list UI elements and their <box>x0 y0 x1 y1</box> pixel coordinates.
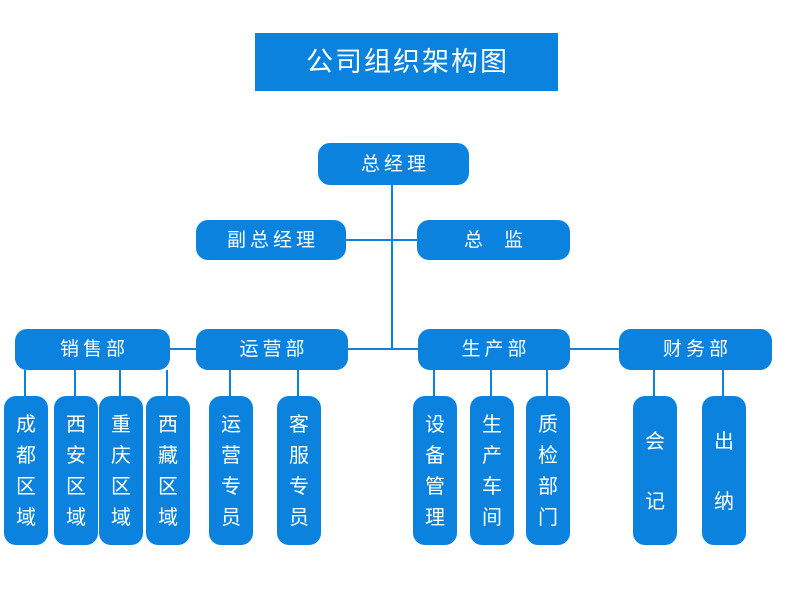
node-label-char: 员 <box>289 505 309 529</box>
node-label-char: 质 <box>538 412 558 436</box>
node-sales-dept: 销售部 <box>15 329 170 370</box>
node-label: 总监 <box>463 228 544 251</box>
connector-line <box>433 370 435 397</box>
node-deputy-general-manager: 副总经理 <box>196 220 346 260</box>
node-production-workshop: 生产车间 <box>470 396 514 545</box>
chart-title-label: 公司组织架构图 <box>306 46 509 78</box>
connector-line <box>653 370 655 397</box>
node-label-char: 重 <box>111 412 131 436</box>
connector-line <box>490 370 492 397</box>
node-label-char: 检 <box>538 443 558 467</box>
node-general-manager: 总经理 <box>318 143 469 185</box>
connector-line <box>546 370 548 397</box>
node-director: 总监 <box>417 220 570 260</box>
node-label: 总经理 <box>360 152 430 175</box>
node-label-char: 都 <box>16 443 36 467</box>
node-label-char: 员 <box>221 505 241 529</box>
node-label-char: 成 <box>16 412 36 436</box>
node-label-char: 部 <box>538 474 558 498</box>
connector-line <box>297 370 299 397</box>
node-label-char: 生 <box>482 412 502 436</box>
node-label-char: 专 <box>289 474 309 498</box>
node-tibet-region: 西藏区域 <box>146 396 190 545</box>
connector-line <box>229 370 231 397</box>
node-label-char: 记 <box>645 488 665 513</box>
node-xian-region: 西安区域 <box>54 396 98 545</box>
node-label-char: 间 <box>482 505 502 529</box>
connector-line <box>74 370 76 397</box>
node-label-char: 备 <box>425 443 445 467</box>
node-label-char: 域 <box>111 505 131 529</box>
node-label-char: 出 <box>714 428 734 453</box>
node-label: 副总经理 <box>226 228 319 251</box>
connector-line <box>722 370 724 397</box>
connector-line <box>24 370 26 397</box>
node-finance-dept: 财务部 <box>619 329 772 370</box>
connector-level2-line <box>346 239 418 241</box>
node-operations-specialist: 运营专员 <box>209 396 253 545</box>
node-label-char: 西 <box>66 412 86 436</box>
node-chengdu-region: 成都区域 <box>4 396 48 545</box>
node-label-char: 运 <box>221 412 241 436</box>
node-label-char: 客 <box>289 412 309 436</box>
node-label-char: 门 <box>538 505 558 529</box>
node-label-char: 域 <box>16 505 36 529</box>
node-label-char: 会 <box>645 428 665 453</box>
node-label-char: 区 <box>111 474 131 498</box>
node-label: 财务部 <box>662 338 732 360</box>
node-label-char: 产 <box>482 443 502 467</box>
node-cashier: 出纳 <box>702 396 746 545</box>
node-label-char: 区 <box>158 474 178 498</box>
node-label-char: 安 <box>66 443 86 467</box>
node-label-char: 理 <box>425 505 445 529</box>
node-label-char: 服 <box>289 443 309 467</box>
node-label-char: 区 <box>66 474 86 498</box>
node-label-char: 设 <box>425 412 445 436</box>
node-label: 生产部 <box>461 338 531 360</box>
node-label-char: 车 <box>482 474 502 498</box>
node-accountant: 会记 <box>633 396 677 545</box>
node-production-dept: 生产部 <box>418 329 570 370</box>
node-chongqing-region: 重庆区域 <box>99 396 143 545</box>
node-equipment-management: 设备管理 <box>413 396 457 545</box>
node-label-char: 纳 <box>714 488 734 513</box>
node-customer-service-specialist: 客服专员 <box>277 396 321 545</box>
node-label-char: 西 <box>158 412 178 436</box>
node-label-char: 域 <box>158 505 178 529</box>
node-quality-inspection-dept: 质检部门 <box>526 396 570 545</box>
node-label-char: 专 <box>221 474 241 498</box>
node-label-char: 域 <box>66 505 86 529</box>
node-label-char: 管 <box>425 474 445 498</box>
node-operations-dept: 运营部 <box>196 329 348 370</box>
node-label-char: 区 <box>16 474 36 498</box>
connector-trunk-line <box>391 185 393 349</box>
node-label-char: 庆 <box>111 443 131 467</box>
connector-departments-line <box>170 348 620 350</box>
connector-line <box>166 370 168 397</box>
node-label: 销售部 <box>59 338 129 360</box>
node-label-char: 营 <box>221 443 241 467</box>
connector-line <box>119 370 121 397</box>
node-label: 运营部 <box>239 338 309 360</box>
node-label-char: 藏 <box>158 443 178 467</box>
chart-title: 公司组织架构图 <box>255 33 558 91</box>
